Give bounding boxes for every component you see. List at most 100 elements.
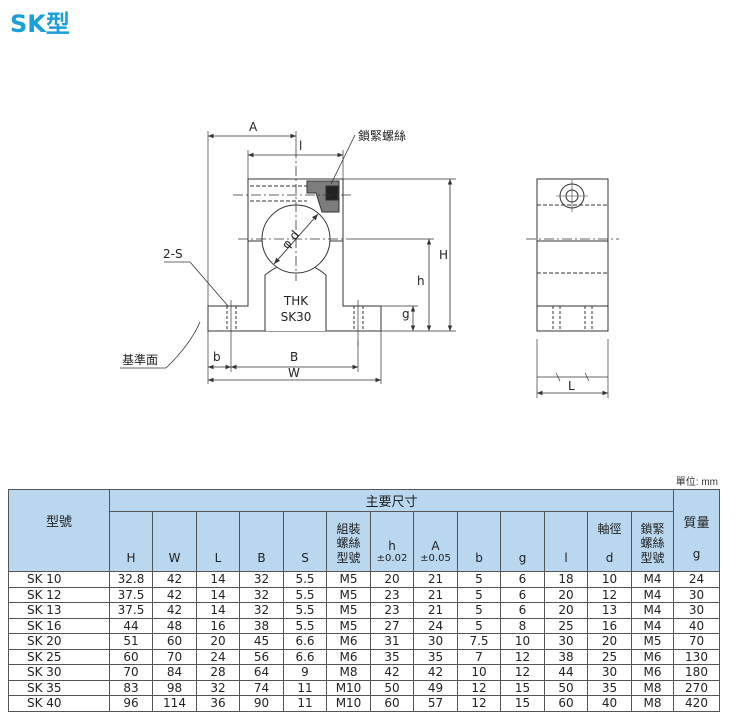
table-cell: 16 [196, 617, 240, 634]
table-cell: M10 [326, 695, 371, 712]
column-header-label: b [475, 550, 483, 565]
table-cell: 12 [500, 664, 545, 681]
column-header-label: L [214, 550, 222, 565]
table-cell: 32.8 [109, 571, 153, 588]
dim-b-label: b [213, 350, 221, 364]
table-cell: 60 [109, 648, 153, 665]
table-cell: 30 [673, 602, 720, 619]
table-cell: 23 [370, 586, 414, 603]
column-header-label: 鎖緊 螺絲 型號 [640, 521, 665, 565]
table-cell: 10 [587, 571, 632, 588]
table-cell: M8 [326, 664, 371, 681]
table-cell: 90 [239, 695, 284, 712]
table-cell: 50 [370, 679, 414, 696]
table-cell: 38 [239, 617, 284, 634]
table-cell: 6.6 [283, 648, 327, 665]
table-cell: 14 [196, 602, 240, 619]
technical-drawing: A l 鎖緊螺絲 2-S φ d H h g 基準面 b B W THK SK3… [120, 120, 619, 398]
table-cell: 180 [673, 664, 720, 681]
table-cell: M5 [326, 617, 371, 634]
model-cell: SK 25 [8, 648, 110, 665]
table-cell: 30 [544, 633, 588, 650]
table-cell: M4 [631, 571, 674, 588]
table-cell: 51 [109, 633, 153, 650]
table-cell: 25 [587, 648, 632, 665]
table-cell: 8 [500, 617, 545, 634]
dim-B-label: B [290, 350, 298, 364]
table-cell: M4 [631, 617, 674, 634]
column-header-label: H [126, 550, 136, 565]
table-cell: 70 [152, 648, 197, 665]
table-cell: 270 [673, 679, 720, 696]
reference-face-label: 基準面 [122, 352, 158, 367]
table-cell: 14 [196, 571, 240, 588]
header-mass-label: 質量 [683, 516, 710, 531]
column-header: A±0.05 [413, 511, 458, 572]
table-cell: 32 [239, 602, 284, 619]
table-cell: 5.5 [283, 617, 327, 634]
column-header-tolerance: ±0.05 [420, 553, 451, 564]
table-cell: M5 [326, 602, 371, 619]
table-cell: 32 [196, 679, 240, 696]
column-header: b [457, 511, 501, 572]
table-cell: 24 [673, 571, 720, 588]
table-cell: 83 [109, 679, 153, 696]
column-header: B [239, 511, 284, 572]
table-cell: 5 [457, 602, 501, 619]
table-cell: 6.6 [283, 633, 327, 650]
header-mass: 質量 g [673, 489, 720, 572]
column-header: 軸徑 d [587, 511, 632, 572]
table-cell: 6 [500, 586, 545, 603]
table-cell: 50 [544, 679, 588, 696]
table-cell: 42 [152, 571, 197, 588]
table-cell: 12 [457, 679, 501, 696]
marking-brand: THK [283, 294, 309, 308]
table-cell: 11 [283, 695, 327, 712]
dim-A-label: A [249, 120, 258, 134]
table-cell: 49 [413, 679, 458, 696]
table-cell: 64 [239, 664, 284, 681]
dim-l-label: l [299, 139, 302, 153]
table-cell: M8 [631, 695, 674, 712]
table-cell: M10 [326, 679, 371, 696]
table-cell: 23 [370, 602, 414, 619]
column-header-label: S [301, 550, 309, 565]
table-cell: 10 [500, 633, 545, 650]
table-cell: 70 [673, 633, 720, 650]
table-cell: 74 [239, 679, 284, 696]
model-cell: SK 35 [8, 679, 110, 696]
model-cell: SK 12 [8, 586, 110, 603]
table-cell: 21 [413, 602, 458, 619]
page-title: SK型 [10, 10, 70, 38]
table-cell: 20 [587, 633, 632, 650]
column-header-label: B [257, 550, 266, 565]
dim-H-label: H [439, 248, 448, 262]
clamp-screw-label: 鎖緊螺絲 [358, 128, 406, 143]
table-cell: 21 [413, 571, 458, 588]
model-cell: SK 13 [8, 602, 110, 619]
column-header-label: l [564, 550, 568, 565]
column-header-label: 組裝 螺絲 型號 [336, 521, 361, 565]
dim-g-label: g [402, 307, 410, 321]
model-cell: SK 30 [8, 664, 110, 681]
table-cell: M6 [326, 648, 371, 665]
table-cell: 5 [457, 617, 501, 634]
table-cell: 114 [152, 695, 197, 712]
table-cell: 12 [457, 695, 501, 712]
column-header: S [283, 511, 327, 572]
table-cell: M8 [631, 679, 674, 696]
table-cell: 24 [196, 648, 240, 665]
table-cell: 420 [673, 695, 720, 712]
table-cell: 35 [370, 648, 414, 665]
table-cell: 25 [544, 617, 588, 634]
table-cell: 96 [109, 695, 153, 712]
table-cell: 60 [544, 695, 588, 712]
table-cell: 15 [500, 695, 545, 712]
table-cell: 16 [587, 617, 632, 634]
